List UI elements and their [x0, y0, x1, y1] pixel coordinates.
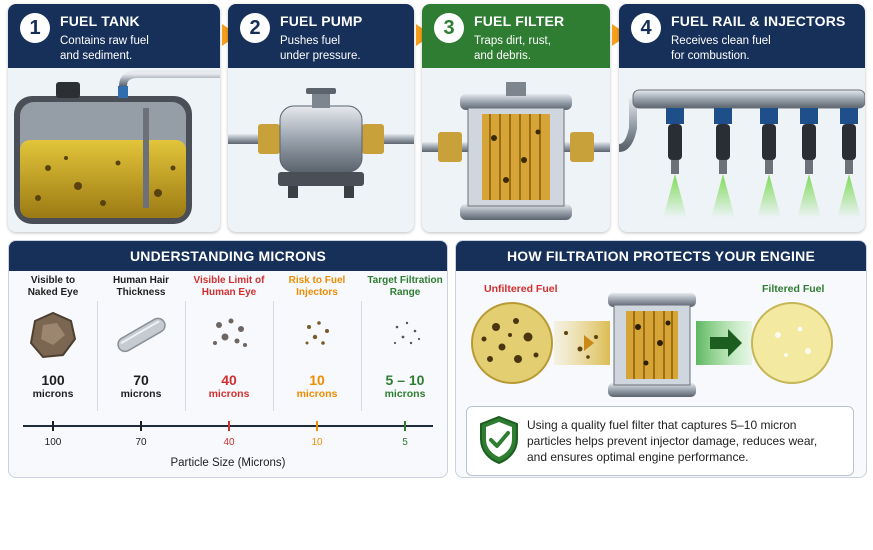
filter-cartridge [608, 293, 696, 397]
step-number: 4 [631, 13, 661, 43]
injector-row [663, 108, 861, 218]
scale-tick [228, 421, 230, 431]
step-panel-fuel-filter: 3 FUEL FILTER Traps dirt, rust, and debr… [422, 4, 610, 232]
fuel-rail-injectors-illustration [619, 89, 865, 218]
fuel-filter-illustration [422, 82, 610, 220]
microns-title: UNDERSTANDING MICRONS [9, 241, 447, 271]
micron-value: 70 [133, 372, 149, 388]
step-panel-fuel-tank: 1 FUEL TANK Contains raw fuel and sedime… [8, 4, 220, 232]
scale-tick [316, 421, 318, 431]
step-desc-line: for combustion. [671, 50, 750, 62]
filtration-illustration [471, 293, 833, 397]
scale-tick-label: 100 [44, 437, 62, 448]
step-title: FUEL RAIL & INJECTORS [671, 13, 846, 29]
scale-tick [404, 421, 406, 431]
fine-particles-icon [393, 321, 421, 345]
step-desc-line: Receives clean fuel [671, 35, 771, 47]
step-desc-line: Traps dirt, rust, [474, 35, 551, 47]
scale-tick [52, 421, 54, 431]
shield-check-icon [480, 415, 518, 465]
column-divider [185, 301, 186, 411]
small-particles-icon [213, 318, 247, 347]
step-description: Pushes fuel under pressure. [280, 34, 414, 64]
column-divider [361, 301, 362, 411]
rock-particle-icon [29, 311, 77, 359]
filtration-note-box: Using a quality fuel filter that capture… [466, 406, 854, 476]
scale-tick-label: 70 [135, 437, 147, 448]
micron-unit: microns [120, 388, 162, 400]
scale-tick-label: 5 [402, 437, 408, 448]
micron-value: 10 [309, 372, 325, 388]
step-desc-line: Contains raw fuel [60, 35, 149, 47]
step-description: Contains raw fuel and sediment. [60, 34, 210, 64]
micron-unit: microns [32, 388, 74, 400]
column-divider [97, 301, 98, 411]
micron-unit: microns [296, 388, 338, 400]
step-header: 2 FUEL PUMP Pushes fuel under pressure. [228, 4, 414, 68]
scale-tick [140, 421, 142, 431]
fuel-pump-illustration [228, 88, 414, 198]
step-panel-fuel-pump: 2 FUEL PUMP Pushes fuel under pressure. [228, 4, 414, 232]
filtration-note-text: Using a quality fuel filter that capture… [527, 418, 818, 464]
step-number: 1 [20, 13, 50, 43]
scale-axis-label: Particle Size (Microns) [170, 457, 286, 469]
micron-unit: microns [208, 388, 250, 400]
micron-value: 40 [221, 372, 237, 388]
step-header: 1 FUEL TANK Contains raw fuel and sedime… [8, 4, 220, 68]
filtration-title: HOW FILTRATION PROTECTS YOUR ENGINE [456, 241, 866, 271]
step-header: 3 FUEL FILTER Traps dirt, rust, and debr… [422, 4, 610, 68]
step-desc-line: and sediment. [60, 50, 133, 62]
filtration-panel: HOW FILTRATION PROTECTS YOUR ENGINE Unfi… [455, 240, 867, 478]
tiny-particles-icon [305, 321, 329, 345]
micron-unit: microns [384, 388, 426, 400]
column-divider [273, 301, 274, 411]
filtered-fuel-label: Filtered Fuel [762, 283, 825, 295]
step-header: 4 FUEL RAIL & INJECTORS Receives clean f… [619, 4, 865, 68]
step-title: FUEL PUMP [280, 13, 363, 29]
unfiltered-fuel-label: Unfiltered Fuel [484, 283, 558, 295]
step-title: FUEL TANK [60, 13, 140, 29]
step-number: 2 [240, 13, 270, 43]
step-description: Traps dirt, rust, and debris. [474, 34, 610, 64]
step-desc-line: under pressure. [280, 50, 361, 62]
micron-value: 100 [41, 372, 65, 388]
hair-strand-icon [117, 317, 166, 353]
fuel-tank-illustration [14, 70, 220, 224]
micron-value: 5 – 10 [385, 372, 425, 388]
unfiltered-fuel-circle [471, 302, 553, 384]
step-number: 3 [434, 13, 464, 43]
scale-tick-label: 10 [311, 437, 323, 448]
step-title: FUEL FILTER [474, 13, 565, 29]
step-desc-line: and debris. [474, 50, 531, 62]
filtered-fuel-circle [751, 302, 833, 384]
step-panel-fuel-rail: 4 FUEL RAIL & INJECTORS Receives clean f… [619, 4, 865, 232]
scale-tick-label: 40 [223, 437, 235, 448]
step-desc-line: Pushes fuel [280, 35, 341, 47]
step-description: Receives clean fuel for combustion. [671, 34, 821, 64]
